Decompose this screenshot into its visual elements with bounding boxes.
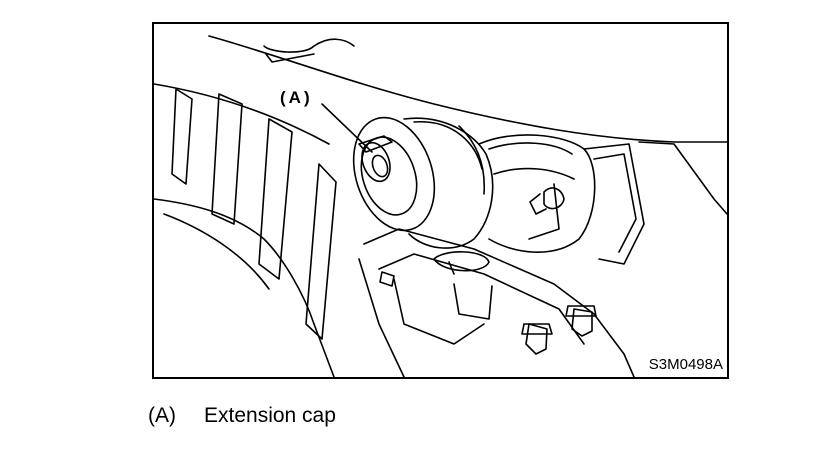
floor-ribs xyxy=(171,88,337,340)
caption-text: Extension cap xyxy=(204,404,336,427)
extension-housing xyxy=(352,116,494,249)
callout-label-a: (A) xyxy=(280,88,313,107)
illustration-frame: (A) S3M0498A xyxy=(152,22,729,379)
extension-cap xyxy=(358,135,393,183)
transmission-extension-illustration xyxy=(154,35,727,377)
transmission-housing xyxy=(478,134,596,253)
caption-key: (A) xyxy=(148,404,176,427)
mount-bracket xyxy=(358,141,727,377)
vehicle-body-outline xyxy=(154,35,727,377)
figure-caption: (A) Extension cap xyxy=(148,404,336,428)
mount-bolts xyxy=(521,187,597,355)
callout-leader-line xyxy=(321,103,373,153)
figure-code: S3M0498A xyxy=(648,356,723,373)
